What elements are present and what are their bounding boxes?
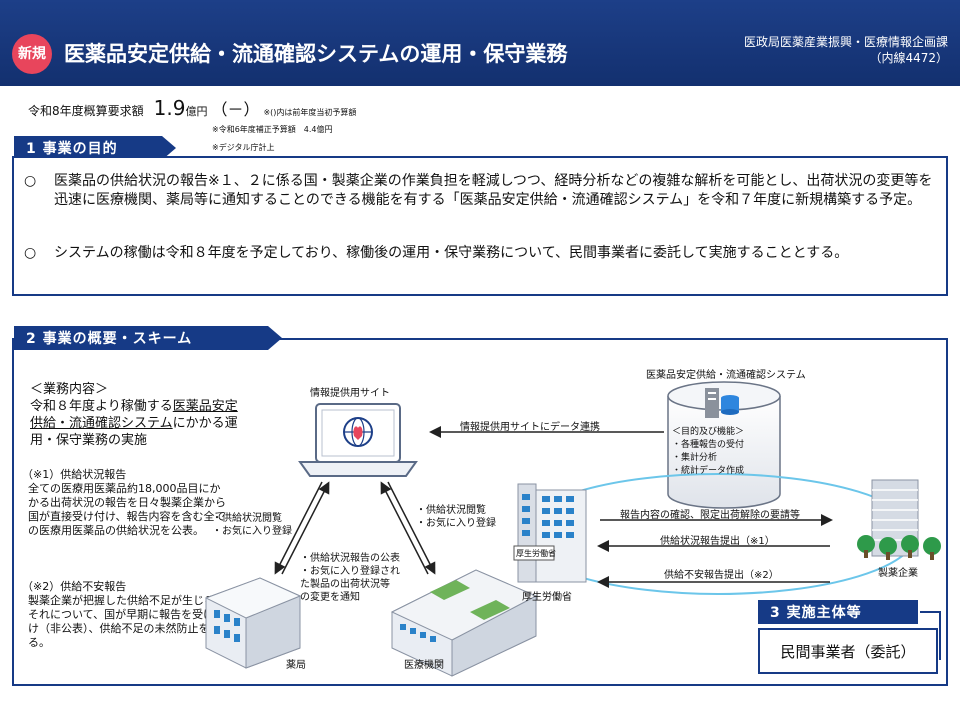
ministry-label: 厚生労働省 <box>522 592 572 603</box>
bullet-mark: ○ <box>24 245 37 261</box>
label-line: ・供給状況報告の公表 <box>300 553 400 564</box>
budget-note-digital: ※デジタル庁計上 <box>212 143 275 152</box>
company-label: 製薬企業 <box>878 568 918 579</box>
note1-title: （※1）供給状況報告 <box>22 468 127 481</box>
purpose-text: システムの稼働は令和８年度を予定しており、稼働後の運用・保守業務について、民間事… <box>54 245 849 261</box>
note2-title: （※2）供給不安報告 <box>22 580 127 593</box>
shortage-report-label: 供給不安報告提出（※2） <box>664 570 779 581</box>
label-line: ・お気に入り登録 <box>416 518 496 529</box>
ministry-sign: 厚生労働省 <box>516 549 556 558</box>
ministry-building-icon <box>513 483 587 583</box>
budget-line: 令和8年度概算要求額 1.9億円（－）※()内は前年度当初予算額 <box>28 96 356 120</box>
work-description: 令和８年度より稼働する医薬品安定供給・流通確認システムにかかる運用・保守業務の実… <box>30 398 250 449</box>
label-line: ・供給状況閲覧 <box>416 505 486 516</box>
section3-connector <box>920 611 941 660</box>
link-label: 情報提供用サイトにデータ連携 <box>460 422 600 433</box>
work-title: ＜業務内容＞ <box>30 382 109 397</box>
pharmacy-label: 薬局 <box>286 660 306 671</box>
new-badge: 新規 <box>12 34 52 74</box>
hospital-building-icon <box>390 569 538 677</box>
function-title: ＜目的及び機能＞ <box>672 427 745 437</box>
system-label: 医薬品安定供給・流通確認システム <box>646 370 806 381</box>
label-line: ・お気に入り登録され <box>300 566 400 577</box>
implementing-body: 民間事業者（委託） <box>758 628 938 674</box>
budget-unit: 億円 <box>185 105 208 118</box>
work-system-name: 医薬品安定供給・流通確認システム <box>30 399 238 431</box>
extension-number: （内線4472） <box>869 51 948 65</box>
database-icon <box>667 381 781 509</box>
function-item: ・集計分析 <box>672 453 718 463</box>
label-line: の変更を通知 <box>300 592 360 603</box>
site-label: 情報提供用サイト <box>310 388 390 399</box>
confirm-label: 報告内容の確認、限定出荷解除の要請等 <box>620 510 800 521</box>
section3-heading: 3 実施主体等 <box>758 600 918 624</box>
function-item: ・統計データ作成 <box>672 466 745 476</box>
work-pre: 令和８年度より稼働する <box>30 399 173 414</box>
function-item: ・各種報告の受付 <box>672 440 745 450</box>
label-line: た製品の出荷状況等 <box>300 579 390 590</box>
label-line: ・供給状況閲覧 <box>212 513 282 524</box>
tree-icon <box>857 535 941 560</box>
budget-note-previous: ※()内は前年度当初予算額 <box>263 108 357 117</box>
center-label: ・供給状況報告の公表 ・お気に入り登録され た製品の出荷状況等 の変更を通知 <box>300 552 400 604</box>
hospital-label: 医療機関 <box>404 660 444 671</box>
right-arrow-label: ・供給状況閲覧 ・お気に入り登録 <box>416 504 496 530</box>
note2-body: 製薬企業が把握した供給不足が生じるおそれについて、国が早期に報告を受け付け（非公… <box>28 594 226 649</box>
header-banner: 新規 医薬品安定供給・流通確認システムの運用・保守業務 医政局医薬産業振興・医療… <box>0 0 960 86</box>
purpose-box: ○ 医薬品の供給状況の報告※１、２に係る国・製薬企業の作業負担を軽減しつつ、経時… <box>12 156 948 296</box>
function-list: ＜目的及び機能＞ ・各種報告の受付 ・集計分析 ・統計データ作成 <box>672 426 776 488</box>
label-line: ・お気に入り登録 <box>212 526 292 537</box>
pharmacy-building-icon <box>204 577 302 669</box>
work-post: にかかる運用・保守業務の実施 <box>30 416 238 448</box>
budget-amount: 1.9 <box>153 96 186 120</box>
left-arrow-label: ・供給状況閲覧 ・お気に入り登録 <box>212 512 292 538</box>
note1-body: 全ての医療用医薬品約18,000品目にかかる出荷状況の報告を日々製薬企業から国が… <box>28 482 226 537</box>
flow-arrows <box>274 481 833 588</box>
page-title: 医薬品安定供給・流通確認システムの運用・保守業務 <box>64 42 568 66</box>
bullet-mark: ○ <box>24 173 37 189</box>
supply-report-label: 供給状況報告提出（※1） <box>660 536 775 547</box>
budget-label: 令和8年度概算要求額 <box>28 104 144 118</box>
department-info: 医政局医薬産業振興・医療情報企画課 （内線4472） <box>744 34 948 66</box>
purpose-item: ○ 医薬品の供給状況の報告※１、２に係る国・製薬企業の作業負担を軽減しつつ、経時… <box>24 172 934 210</box>
section2-heading: 2 事業の概要・スキーム <box>14 326 282 350</box>
budget-previous: （－） <box>211 100 260 119</box>
budget-note-supplementary: ※令和6年度補正予算額 4.4億円 <box>212 125 333 134</box>
purpose-item: ○ システムの稼働は令和８年度を予定しており、稼働後の運用・保守業務について、民… <box>24 244 934 263</box>
department-name: 医政局医薬産業振興・医療情報企画課 <box>743 35 948 49</box>
purpose-text: 医薬品の供給状況の報告※１、２に係る国・製薬企業の作業負担を軽減しつつ、経時分析… <box>54 173 933 208</box>
laptop-icon <box>298 403 418 477</box>
